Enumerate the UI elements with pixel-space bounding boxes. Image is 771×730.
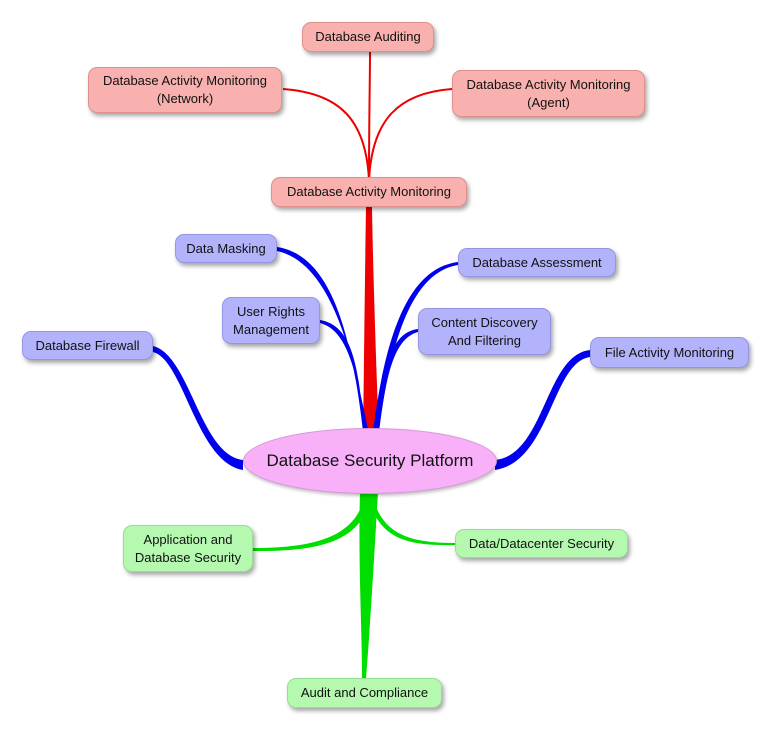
node-user-rights-management[interactable]: User Rights Management — [222, 297, 320, 344]
branch-to-user-rights-management — [320, 320, 368, 440]
branch-to-dam-network — [282, 88, 370, 181]
node-audit-compliance[interactable]: Audit and Compliance — [287, 678, 442, 708]
branch-to-data-masking — [277, 247, 370, 440]
root-label: Database Security Platform — [266, 451, 474, 470]
node-dam-network[interactable]: Database Activity Monitoring (Network) — [88, 67, 282, 113]
node-database-assessment[interactable]: Database Assessment — [458, 248, 616, 277]
root-node[interactable]: Database Security Platform — [243, 428, 497, 494]
node-dam-agent[interactable]: Database Activity Monitoring (Agent) — [452, 70, 645, 117]
branch-to-audit-compliance — [359, 492, 378, 678]
branch-to-dam-agent — [368, 88, 453, 181]
branch-to-database-assessment — [372, 262, 458, 440]
node-data-masking[interactable]: Data Masking — [175, 234, 277, 263]
branch-to-database-activity-monitoring — [363, 207, 379, 440]
branch-to-file-activity-monitoring — [495, 350, 590, 470]
branch-to-database-auditing — [368, 51, 371, 181]
node-application-database-security[interactable]: Application and Database Security — [123, 525, 253, 572]
branch-to-database-firewall — [153, 346, 243, 470]
node-file-activity-monitoring[interactable]: File Activity Monitoring — [590, 337, 749, 368]
branch-to-application-database-security — [253, 492, 372, 552]
node-database-firewall[interactable]: Database Firewall — [22, 331, 153, 360]
node-database-auditing[interactable]: Database Auditing — [302, 22, 434, 52]
node-content-discovery[interactable]: Content Discovery And Filtering — [418, 308, 551, 355]
node-database-activity-monitoring[interactable]: Database Activity Monitoring — [271, 177, 467, 207]
branch-to-data-datacenter-security — [368, 492, 455, 546]
node-data-datacenter-security[interactable]: Data/Datacenter Security — [455, 529, 628, 558]
